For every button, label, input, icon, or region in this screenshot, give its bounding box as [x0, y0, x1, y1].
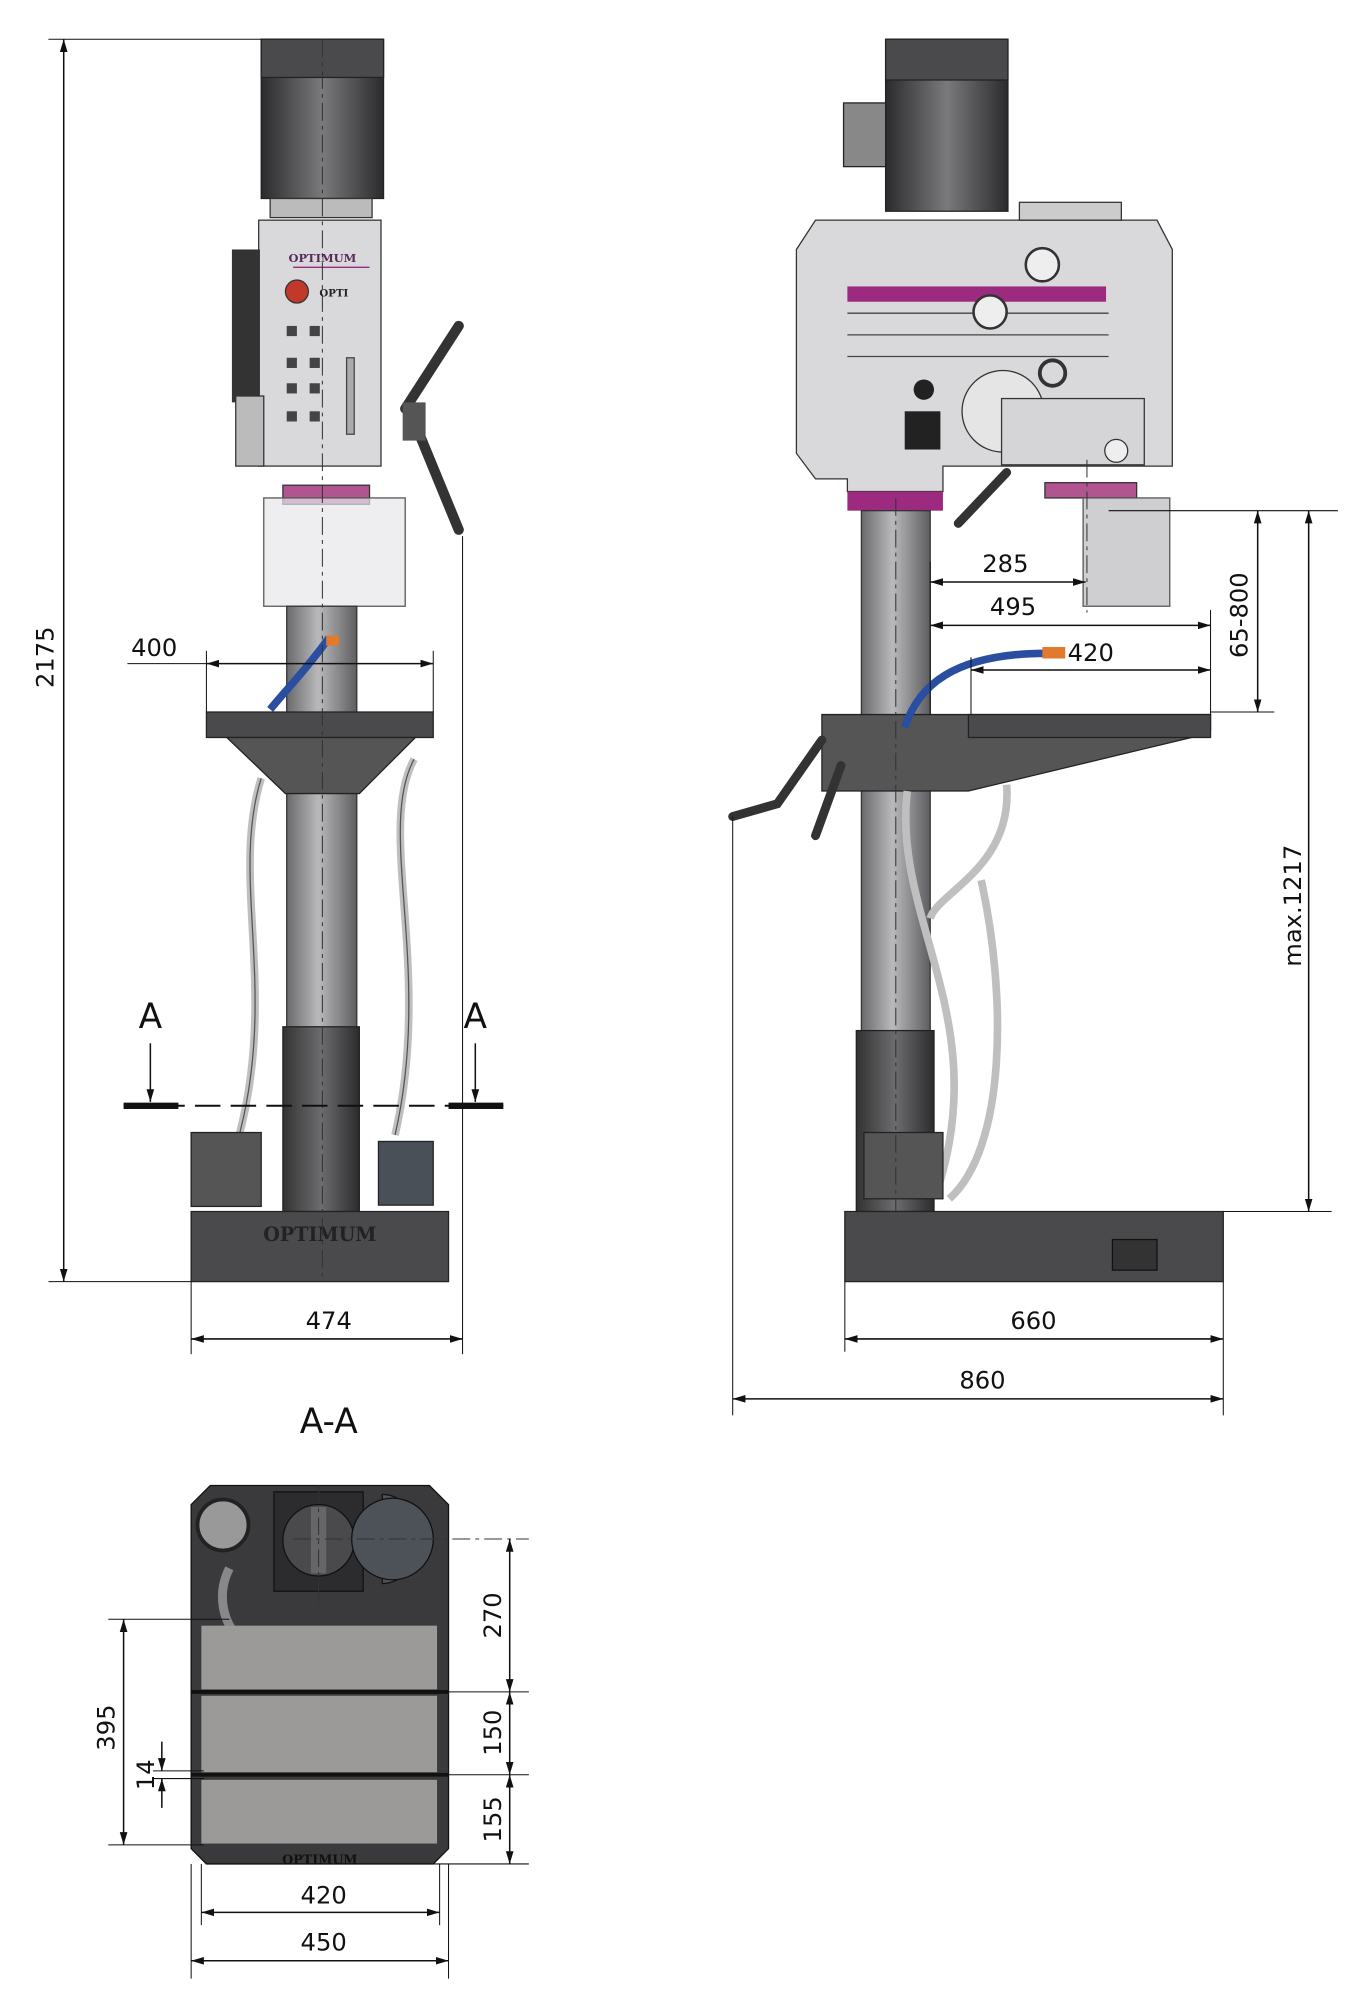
base [190, 1210, 450, 1283]
drill-head [258, 219, 382, 467]
dim-860-label: 860 [959, 1367, 1005, 1395]
dim-495-label: 495 [990, 593, 1036, 621]
dim-155-label: 155 [479, 1796, 507, 1842]
head-model-label: OPTI [319, 288, 348, 300]
dim-660-label: 660 [1010, 1307, 1056, 1335]
chuck-guard [263, 497, 406, 607]
column-base [282, 1026, 360, 1213]
section-mark-right: A [464, 997, 488, 1037]
section-title: A-A [300, 1402, 358, 1442]
dim-420-label: 420 [1068, 639, 1114, 667]
head-brand-label: OPTIMUM [288, 251, 356, 265]
dim-65-800-label: 65-800 [1225, 572, 1253, 658]
dim-150-label: 150 [479, 1710, 507, 1756]
table [205, 711, 434, 739]
dim-max-1217-label: max.1217 [1279, 845, 1307, 967]
section-base-lettering: OPTIMUM [282, 1853, 357, 1868]
front-dimensions: 2175 400 474 A A [32, 38, 504, 1355]
front-view: OPTIMUM OPTI OPTIMUM [190, 38, 464, 1283]
dim-height-label: 2175 [32, 626, 60, 688]
coolant-hose-side [901, 649, 1058, 729]
column [286, 605, 358, 1034]
dim-395-label: 395 [93, 1704, 121, 1750]
accent-stripe [847, 286, 1107, 302]
section-mark-left: A [139, 997, 163, 1037]
side-dimensions: 285 495 420 65-800 max.1217 660 860 [732, 510, 1338, 1416]
section-dimensions: 270 150 155 395 14 420 450 [93, 1539, 529, 1979]
dim-420-section-label: 420 [301, 1881, 347, 1909]
base-side [844, 1210, 1224, 1283]
dim-450-label: 450 [301, 1929, 347, 1957]
spindle-guard-side [1082, 497, 1171, 607]
side-view [728, 38, 1224, 1283]
coolant-pump [190, 1131, 262, 1208]
dim-270-label: 270 [479, 1592, 507, 1638]
emergency-stop-icon [284, 279, 310, 304]
base-lettering: OPTIMUM [263, 1223, 376, 1246]
dim-14-label: 14 [132, 1759, 160, 1790]
dim-base-width-label: 474 [306, 1307, 352, 1335]
dim-285-label: 285 [982, 550, 1028, 578]
section-a-a: A-A OPTIMUM [190, 1402, 529, 1868]
dim-table-width-label: 400 [131, 634, 177, 662]
